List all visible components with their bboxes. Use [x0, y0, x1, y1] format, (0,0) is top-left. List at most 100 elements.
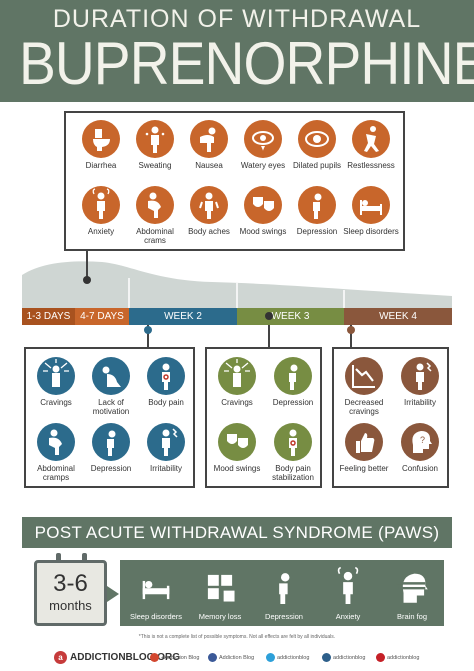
symptom-label: Cravings — [40, 398, 72, 407]
symptom-label: Abdominal cramps — [37, 464, 75, 482]
irritability-icon-badge — [401, 357, 439, 395]
paws-calendar-ring-right — [82, 553, 87, 564]
early_symptoms-symptom: Anxiety — [72, 186, 130, 236]
anxiety-icon-badge — [82, 186, 120, 224]
week3-symptom: Mood swings — [208, 423, 266, 473]
cravings-icon — [224, 359, 250, 387]
week4-symptom: ? Confusion — [391, 423, 449, 473]
symptom-label: Mood swings — [213, 464, 261, 473]
abdominal-pain-icon-badge — [37, 423, 75, 461]
paws-title: POST ACUTE WITHDRAWAL SYNDROME (PAWS) — [22, 517, 452, 548]
week4-symptom: Decreased cravings — [335, 357, 393, 416]
bed-icon — [142, 580, 170, 600]
brand-name: ADDICTIONBLOG.ORG — [70, 652, 180, 664]
depressed-person-icon-badge — [298, 186, 336, 224]
week2-symptom: Cravings — [27, 357, 85, 407]
symptom-label: Irritability — [403, 398, 436, 407]
cravings-icon-badge — [218, 357, 256, 395]
cravings-icon-badge — [37, 357, 75, 395]
paws-symptom: Depression — [254, 564, 314, 621]
decreasing-chart-icon-badge — [345, 357, 383, 395]
symptom-label: Feeling better — [339, 464, 389, 473]
confused-head-icon: ? — [412, 431, 432, 453]
week3-symptom: Cravings — [208, 357, 266, 407]
nausea-icon-badge — [190, 120, 228, 158]
pointer-week3 — [268, 325, 270, 347]
social-label: Addiction Blog — [219, 654, 255, 661]
symptom-label: Confusion — [401, 464, 439, 473]
paws-symptom-label: Brain fog — [396, 612, 428, 621]
paws-calendar-ring-left — [56, 553, 61, 564]
watery-eye-icon-badge — [244, 120, 282, 158]
body-pain-icon-badge — [274, 423, 312, 461]
paws-duration-number: 3-6 — [53, 570, 88, 597]
thumbs-up-icon-badge — [345, 423, 383, 461]
pointer-line-early — [86, 251, 88, 279]
paws-duration-unit: months — [49, 598, 92, 613]
social-link[interactable]: addictionblog — [376, 653, 419, 662]
symptom-label: Abdominal crams — [136, 227, 174, 245]
pointer-dot-week4 — [347, 326, 355, 334]
week2-symptom: Body pain — [137, 357, 195, 407]
week3-symptom: Body pain stabilization — [264, 423, 322, 482]
early-symptoms-panel — [64, 111, 405, 251]
social-link[interactable]: +Addiction Blog — [150, 653, 199, 662]
depressed-person-icon — [279, 573, 290, 604]
pointer-week4 — [350, 325, 352, 347]
disclaimer-note: *This is not a complete list of possible… — [138, 634, 336, 640]
pointer-dot-week3 — [265, 312, 273, 320]
symptom-label: Depression — [90, 464, 132, 473]
symptom-label: Cravings — [221, 398, 253, 407]
bed-icon-badge — [352, 186, 390, 224]
timeline-4-7-days: 4-7 DAYS — [75, 308, 129, 325]
abdominal-pain-icon — [148, 192, 161, 218]
sweating-person-icon-badge — [136, 120, 174, 158]
social-label: addictionblog — [277, 654, 310, 661]
puzzle-icon — [207, 574, 235, 602]
social-link[interactable]: addictionblog — [266, 653, 309, 662]
week2-symptom: Irritability — [137, 423, 195, 473]
body-pain-icon — [289, 429, 297, 456]
body-pain-icon-badge — [147, 357, 185, 395]
social-icon — [376, 653, 385, 662]
nausea-icon — [200, 127, 216, 152]
restless-person-icon — [364, 126, 379, 152]
social-icon — [266, 653, 275, 662]
paws-symptom-label: Depression — [265, 612, 303, 621]
social-icon — [150, 653, 159, 662]
eye-icon-badge — [298, 120, 336, 158]
social-label: addictionblog — [333, 654, 366, 661]
early_symptoms-symptom: Watery eyes — [234, 120, 292, 170]
kneeling-person-icon — [102, 366, 121, 387]
masks-icon-badge — [218, 423, 256, 461]
social-label: +Addiction Blog — [161, 654, 200, 661]
eye-icon — [305, 131, 329, 147]
bed-icon — [360, 200, 382, 215]
symptom-label: Lack of motivation — [92, 398, 130, 416]
withdrawal-intensity-curve — [22, 261, 452, 310]
week4-symptom: Feeling better — [335, 423, 393, 473]
watery-eye-icon — [252, 131, 274, 151]
symptom-label: Nausea — [195, 161, 223, 170]
header-banner: DURATION OF WITHDRAWAL BUPRENORPHINE — [0, 0, 474, 102]
symptom-label: Decreased cravings — [344, 398, 384, 416]
pointer-dot-early — [83, 276, 91, 284]
masks-icon-badge — [244, 186, 282, 224]
masks-icon — [253, 197, 274, 211]
social-link[interactable]: addictionblog — [322, 653, 365, 662]
irritability-icon — [416, 362, 432, 390]
confused-head-icon-badge: ? — [401, 423, 439, 461]
social-label: addictionblog — [387, 654, 420, 661]
social-link[interactable]: Addiction Blog — [208, 653, 254, 662]
early_symptoms-symptom: Body aches — [180, 186, 238, 236]
abdominal-pain-icon — [49, 429, 62, 455]
early_symptoms-symptom: Sweating — [126, 120, 184, 170]
irritability-icon-badge — [147, 423, 185, 461]
week2-symptom: Abdominal cramps — [27, 423, 85, 482]
paws-symptom: Brain fog — [382, 564, 442, 621]
paws-symptom: Sleep disorders — [126, 564, 186, 621]
body-ache-icon-badge — [190, 186, 228, 224]
body-ache-icon — [199, 192, 219, 219]
week2-symptom: Lack of motivation — [82, 357, 140, 416]
